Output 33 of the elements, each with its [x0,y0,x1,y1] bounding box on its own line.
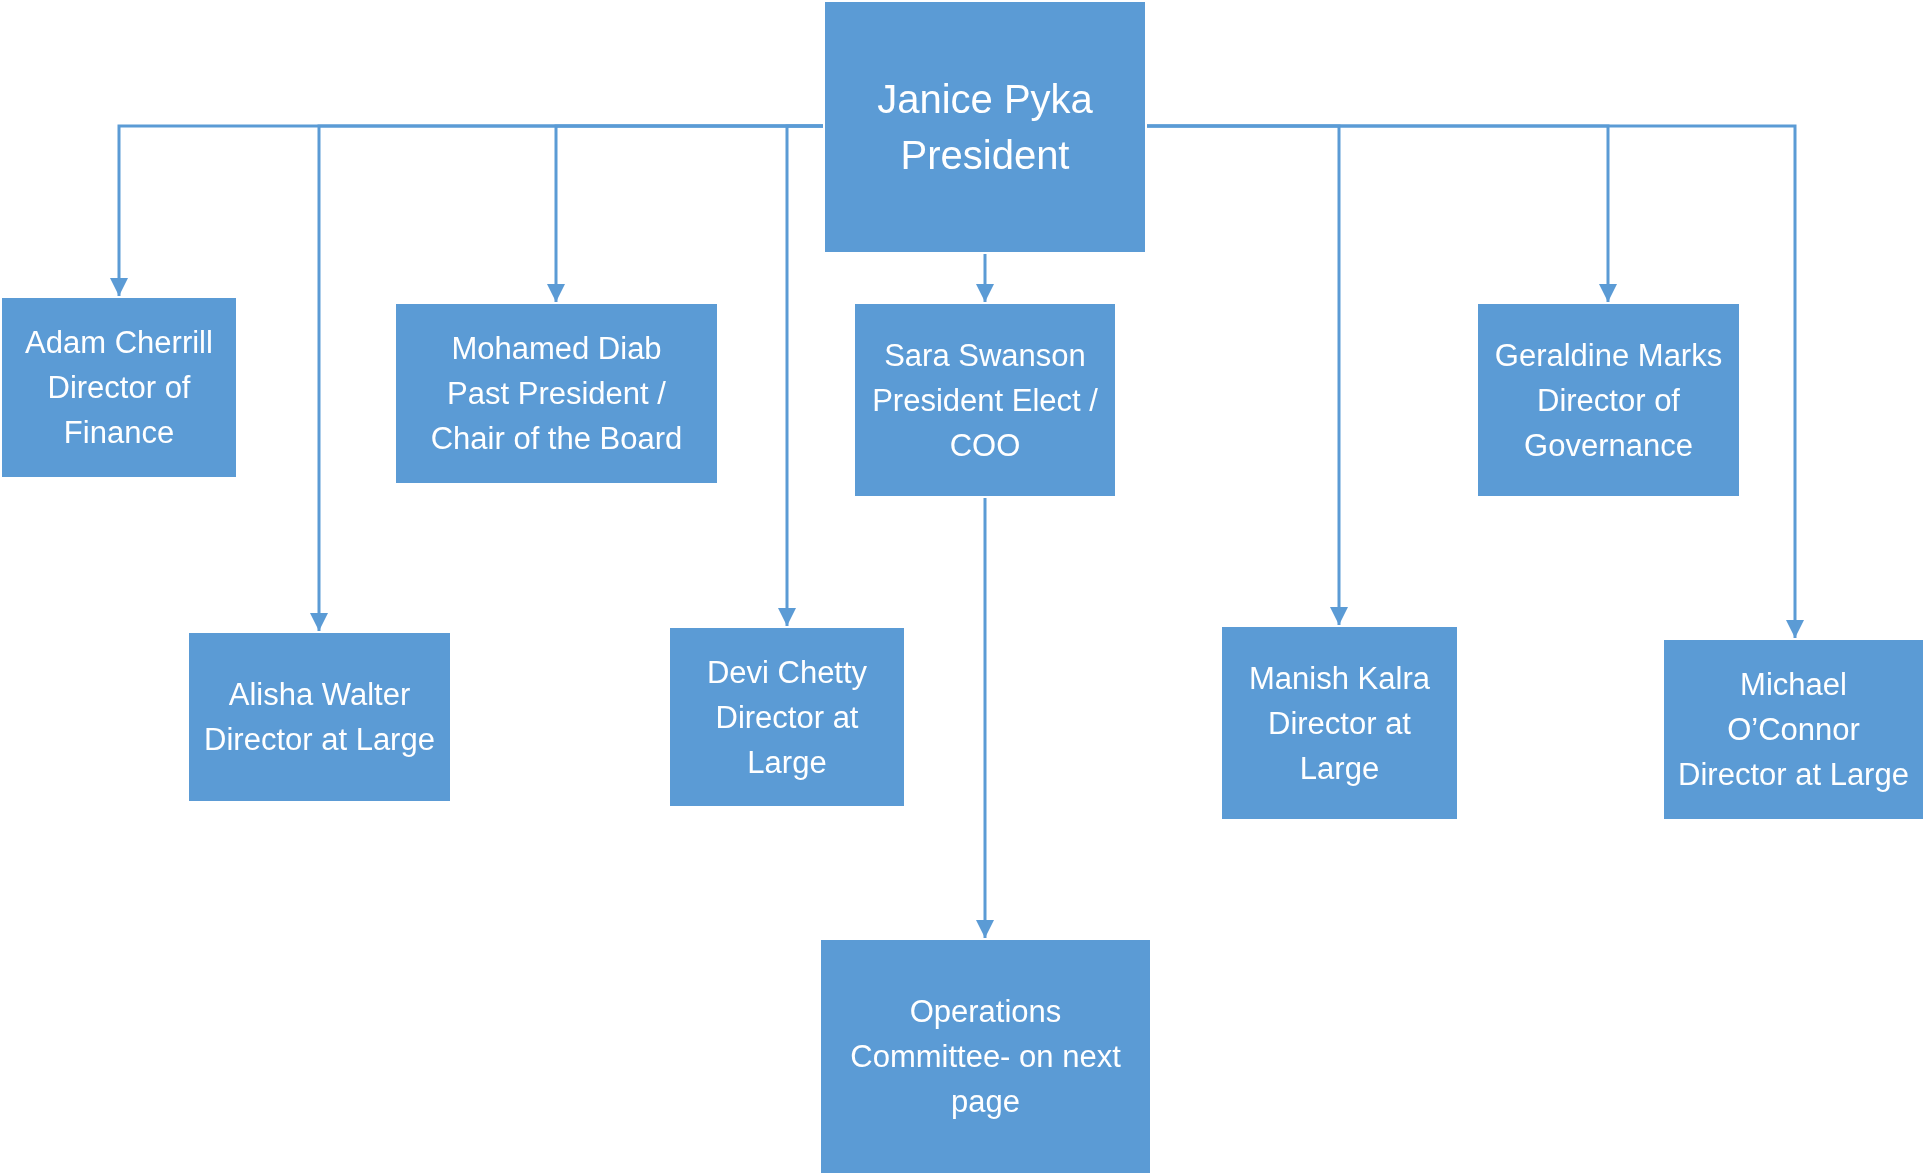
role-title: Director at Large [1678,756,1909,794]
org-box [187,631,452,803]
person-name: Michael O’Connor [1726,666,1861,749]
org-box [394,302,719,485]
role-title: Director at Large [714,698,860,782]
org-box [1220,625,1459,821]
role-title: President Elect / COO [871,381,1099,465]
person-name: Janice Pyka [877,76,1093,123]
person-name: Alisha Walter [228,676,411,714]
person-name: Geraldine Marks [1494,336,1723,375]
org-box [823,0,1147,254]
role-title: Past President / Chair of the Board [429,375,684,458]
org-box [1476,302,1741,498]
role-title: Director at Large [204,721,435,759]
person-name: Mohamed Diab [451,330,662,368]
arrow [778,124,823,626]
role-title: Director of Governance [1523,381,1694,465]
org-box [668,626,906,808]
person-name: Adam Cherrill [25,324,213,362]
role-title: Director at Large [1267,704,1412,788]
arrow [976,498,994,938]
org-box [1662,638,1925,821]
arrow [1147,124,1804,638]
role-title: President [900,132,1070,179]
org-box [0,296,238,479]
role-title: Operations Committee- on next page [849,993,1122,1121]
role-title: Director of Finance [46,369,192,452]
arrow [976,254,994,302]
person-name: Sara Swanson [884,336,1086,375]
person-name: Manish Kalra [1249,659,1430,698]
org-box [853,302,1117,498]
person-name: Devi Chetty [706,653,868,692]
org-box [819,938,1152,1175]
